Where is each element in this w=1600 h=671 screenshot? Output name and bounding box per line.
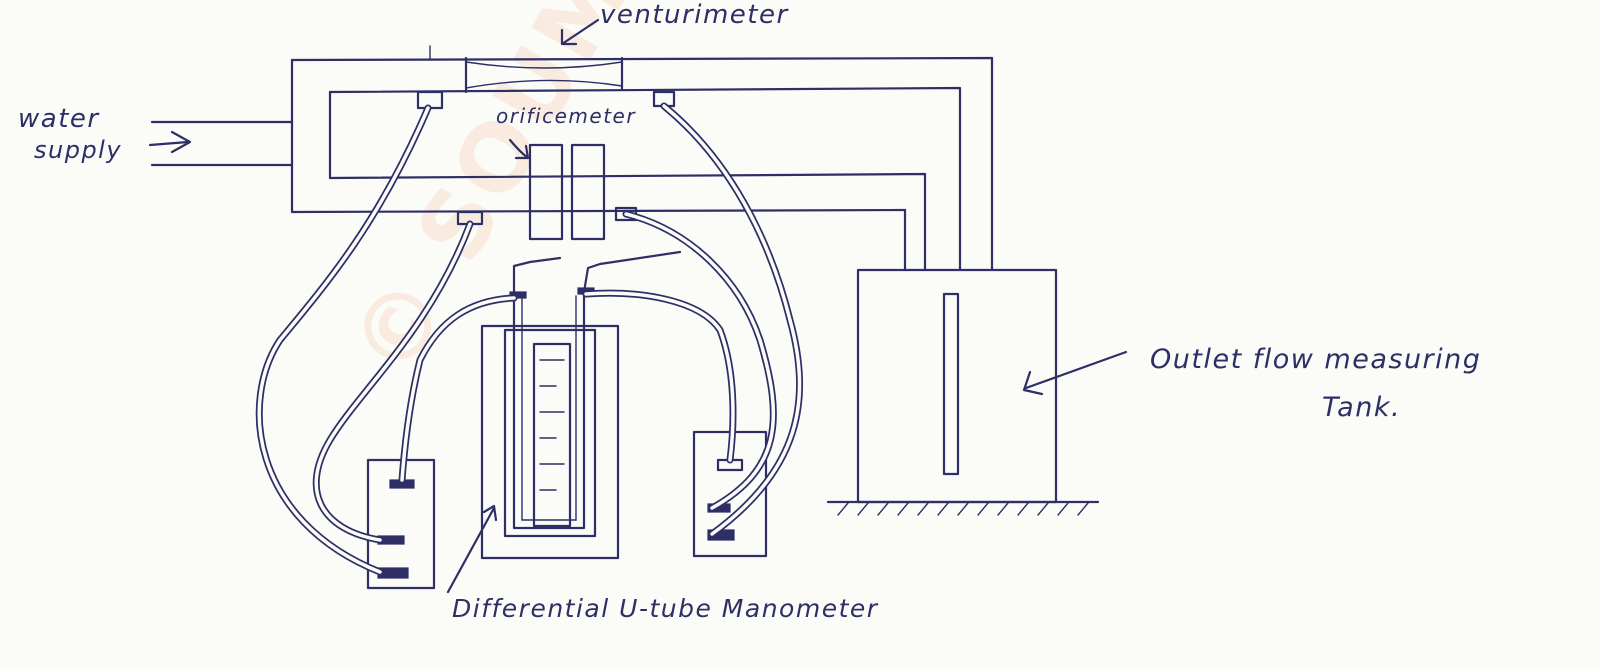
left-tapping-board <box>366 458 436 590</box>
water-supply-label-line2: supply <box>34 136 123 164</box>
outlet-tank-label-line1: Outlet flow measuring <box>1150 344 1482 375</box>
water-supply-label-line1: water <box>18 104 100 134</box>
manometer-arrow <box>446 504 498 594</box>
orificemeter-label: orificemeter <box>496 104 637 128</box>
tank-arrow <box>1022 350 1128 396</box>
outlet-tank <box>826 268 1100 516</box>
orificemeter-arrow <box>508 138 530 160</box>
u-tube-manometer <box>480 250 682 560</box>
venturimeter-arrow <box>560 18 600 46</box>
orificemeter-body <box>528 143 606 241</box>
manometer-label: Differential U-tube Manometer <box>452 594 879 623</box>
venturimeter-label: venturimeter <box>600 0 789 30</box>
pipe-loop <box>290 56 994 272</box>
outlet-tank-label-line2: Tank. <box>1322 392 1402 423</box>
inlet-pipe <box>148 120 294 167</box>
venturimeter-body <box>429 45 624 94</box>
connecting-hoses <box>255 102 804 576</box>
